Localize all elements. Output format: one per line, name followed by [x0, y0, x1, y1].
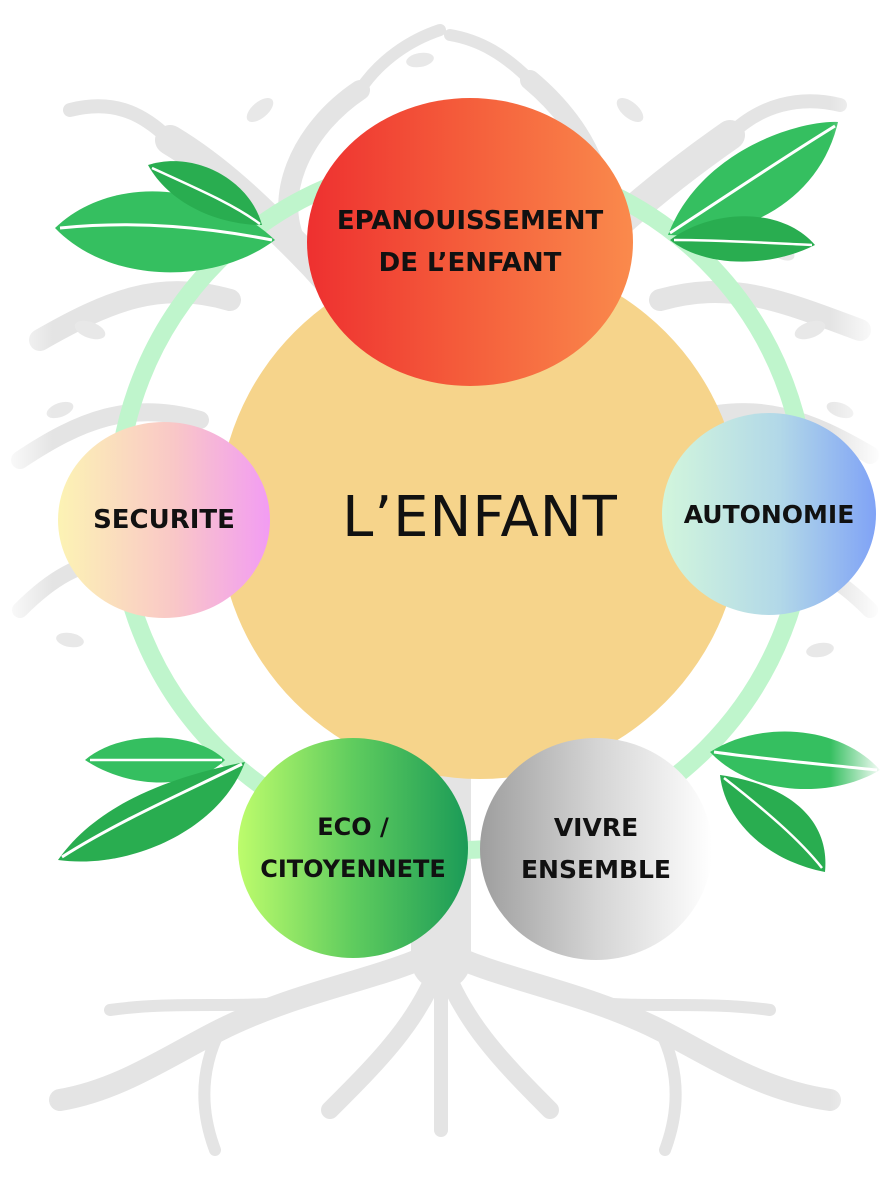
node-eco-citoyennete-label: ECO / CITOYENNETE	[260, 813, 446, 883]
node-vivre-ensemble: VIVRE ENSEMBLE	[480, 738, 712, 960]
center-label: L’ENFANT	[342, 484, 618, 550]
node-epanouissement: EPANOUISSEMENT DE L’ENFANT	[307, 98, 633, 386]
node-securite: SECURITE	[58, 422, 270, 618]
node-autonomie-label: AUTONOMIE	[683, 499, 855, 529]
node-eco-citoyennete: ECO / CITOYENNETE	[238, 738, 468, 958]
node-securite-label: SECURITE	[93, 505, 235, 535]
node-vivre-ensemble-label: VIVRE ENSEMBLE	[520, 813, 672, 884]
node-epanouissement-label: EPANOUISSEMENT DE L’ENFANT	[336, 206, 604, 278]
node-autonomie: AUTONOMIE	[662, 413, 876, 615]
